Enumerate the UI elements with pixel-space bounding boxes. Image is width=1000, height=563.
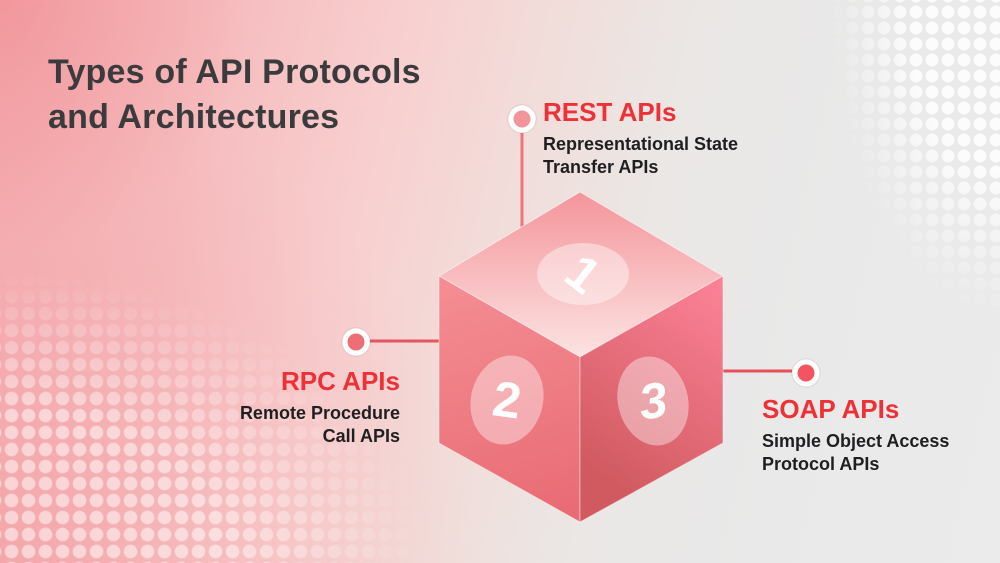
soap-apis-description: Simple Object Access Protocol APIs (762, 430, 949, 476)
page-title-line2: and Architectures (48, 98, 340, 136)
soap-apis-heading: SOAP APIs (762, 394, 900, 424)
rpc-apis-description-line1: Remote Procedure (239, 403, 400, 423)
page-title: Types of API Protocols and Architectures (48, 50, 421, 140)
cube-right-face (579, 275, 724, 523)
rest-apis-description-line1: Representational State (543, 134, 739, 154)
top-face-badge (537, 243, 629, 305)
label-rest: REST APIs Representational State Transfe… (543, 97, 738, 179)
left-face-badge (470, 355, 544, 445)
rpc-apis-description: Remote Procedure Call APIs (240, 402, 400, 448)
soap-marker (791, 358, 821, 388)
right-face-badge (617, 356, 689, 446)
rpc-apis-description-line2: Call APIs (322, 426, 400, 446)
rest-apis-heading: REST APIs (543, 97, 677, 127)
soap-apis-description-line2: Protocol APIs (762, 454, 880, 474)
label-soap: SOAP APIs Simple Object Access Protocol … (762, 394, 949, 476)
rpc-marker (341, 327, 371, 357)
label-rpc: RPC APIs Remote Procedure Call APIs (240, 366, 400, 448)
page-title-line1: Types of API Protocols (48, 53, 421, 91)
soap-apis-description-line1: Simple Object Access (762, 431, 950, 451)
rpc-apis-heading: RPC APIs (281, 366, 400, 396)
rest-marker (507, 104, 537, 134)
rest-apis-description: Representational State Transfer APIs (543, 133, 738, 179)
rest-apis-description-line2: Transfer APIs (543, 157, 659, 177)
